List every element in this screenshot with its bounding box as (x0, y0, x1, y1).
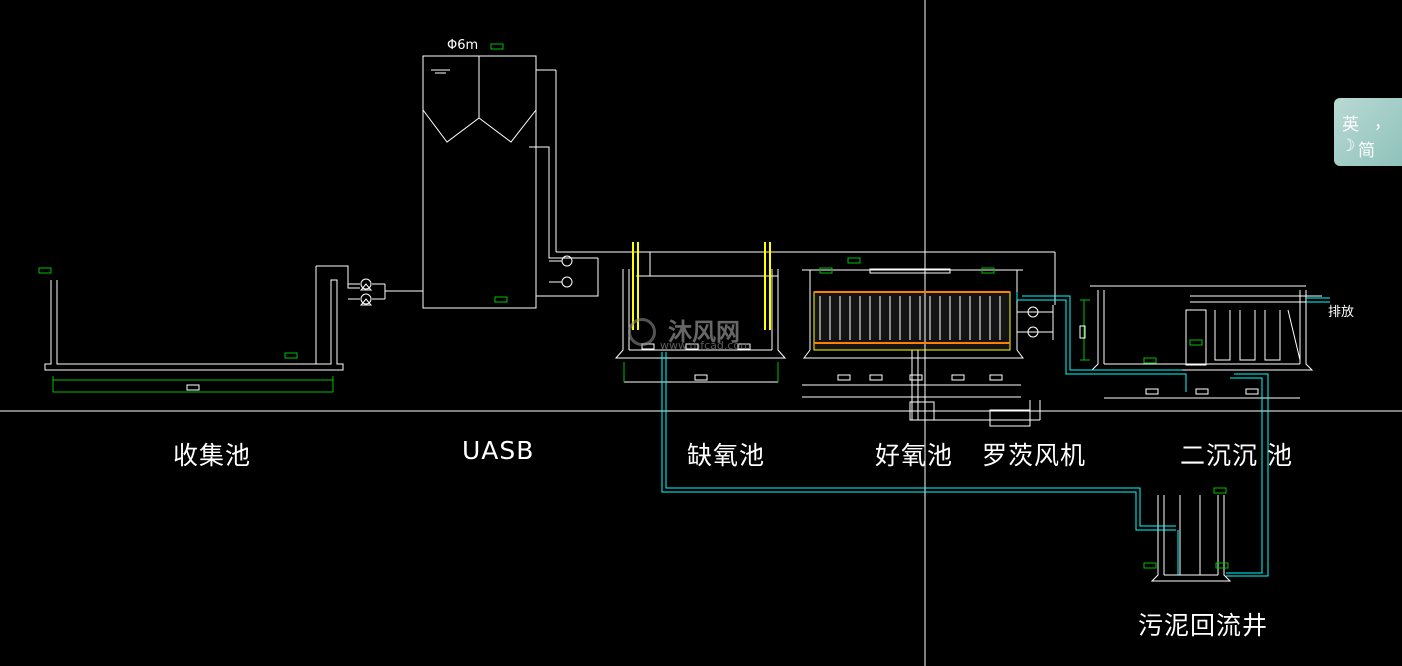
label-roots-blower: 罗茨风机 (982, 441, 1087, 470)
label-collection-tank: 收集池 (173, 441, 252, 470)
ime-language-toggle[interactable]: 英 (1342, 115, 1359, 135)
ime-toolbar[interactable]: 英 ， ☽ 简 (1334, 98, 1402, 166)
cyan-pipelines (661, 292, 1330, 577)
aerobic-tank (802, 257, 1041, 427)
secondary-clarifier (1090, 285, 1322, 399)
blower-pipes (1017, 305, 1054, 340)
sludge-return-well (1143, 487, 1232, 582)
anoxic-tank (614, 252, 787, 383)
watermark-url: www.mfcad.com (660, 339, 751, 352)
membrane-modules (813, 291, 1011, 351)
feed-pumps (348, 278, 423, 306)
label-sludge-return-well: 污泥回流井 (1138, 611, 1269, 640)
ime-punctuation-toggle[interactable]: ， (1374, 113, 1391, 133)
label-uasb: UASB (462, 436, 535, 465)
anoxic-mixers (632, 242, 771, 330)
uasb-reactor (422, 43, 1056, 309)
collection-tank (38, 265, 360, 393)
moon-icon[interactable]: ☽ (1340, 136, 1356, 156)
label-secondary-clarifier: 二沉沉 池 (1180, 441, 1293, 470)
label-anoxic-tank: 缺氧池 (687, 441, 766, 470)
clarifier-dimensions (1079, 299, 1090, 361)
membrane-fibres (819, 296, 1001, 340)
watermark-text: 沐风网 (668, 318, 740, 346)
label-aerobic-tank: 好氧池 (875, 441, 954, 470)
ime-script-toggle[interactable]: 简 (1358, 141, 1375, 161)
watermark-logo-icon (628, 318, 656, 346)
discharge-label: 排放 (1328, 305, 1355, 320)
uasb-diameter: Φ6m (447, 38, 479, 53)
